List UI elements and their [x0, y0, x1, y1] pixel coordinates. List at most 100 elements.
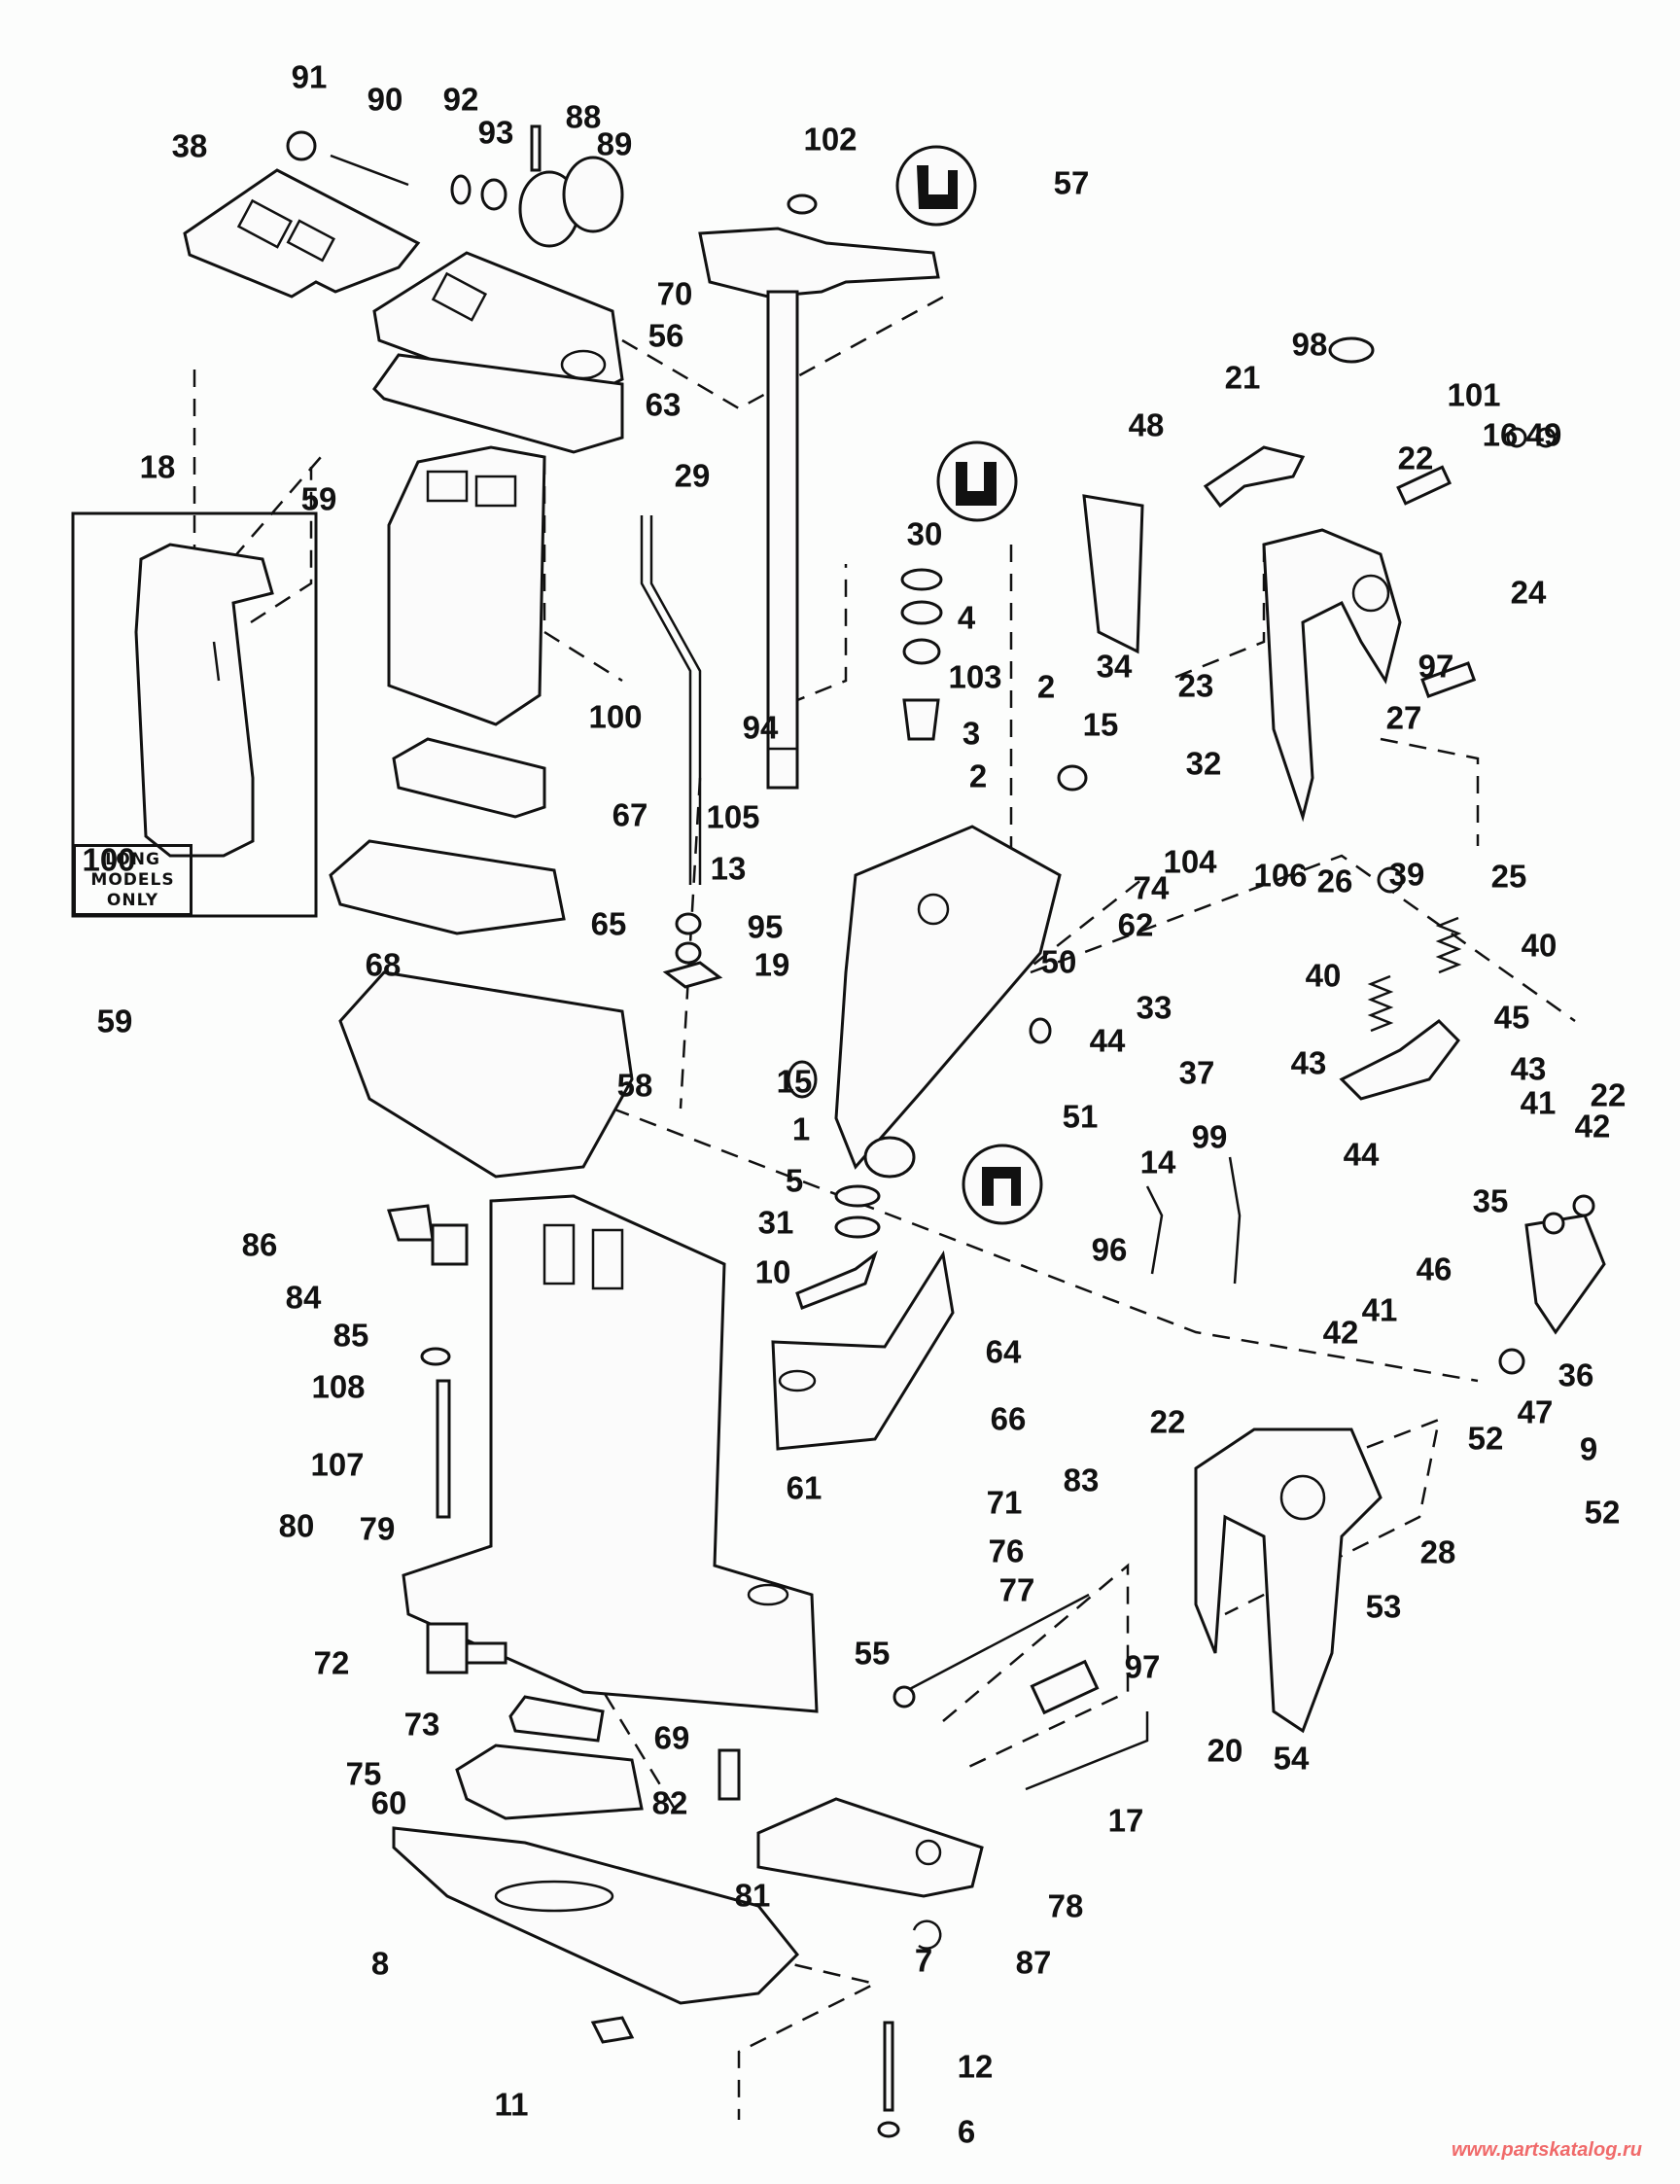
callout-label-108: 108	[311, 1369, 365, 1405]
callout-label-13: 13	[711, 851, 747, 887]
callout-label-10: 10	[755, 1254, 791, 1290]
callout-label-107: 107	[310, 1447, 364, 1483]
callout-label-36: 36	[1558, 1357, 1594, 1393]
water-tube-94	[640, 515, 702, 885]
inset-note-line: ONLY	[106, 890, 159, 910]
exhaust-housing-61	[402, 1194, 819, 1713]
callout-label-29: 29	[675, 458, 711, 494]
callout-label-67: 67	[612, 797, 648, 833]
callout-label-41: 41	[1521, 1085, 1557, 1121]
callout-label-89: 89	[597, 126, 633, 162]
callout-label-41: 41	[1362, 1292, 1398, 1328]
stern-bracket-23	[1262, 528, 1402, 823]
callout-label-7: 7	[915, 1943, 932, 1979]
seal-detail-icon-4	[936, 440, 1018, 522]
callout-label-22: 22	[1150, 1404, 1186, 1440]
bushing-housing-70	[518, 156, 624, 248]
inset-note-line: MODELS	[90, 869, 175, 890]
exhaust-plate-38	[183, 168, 421, 299]
callout-label-23: 23	[1178, 668, 1214, 704]
seal-68	[329, 839, 566, 935]
callout-label-27: 27	[1386, 700, 1422, 736]
callout-label-20: 20	[1208, 1733, 1243, 1769]
tilt-tube-55	[892, 1593, 1100, 1715]
callout-label-75: 75	[346, 1756, 382, 1792]
callout-label-68: 68	[366, 947, 402, 983]
rod-17	[1025, 1711, 1149, 1791]
callout-label-19: 19	[754, 947, 790, 983]
callout-label-50: 50	[1041, 944, 1077, 980]
callout-label-97: 97	[1125, 1649, 1161, 1685]
callout-label-62: 62	[1118, 907, 1154, 943]
callout-label-26: 26	[1317, 863, 1353, 899]
exhaust-tube-59	[387, 445, 546, 726]
callout-label-94: 94	[743, 710, 779, 746]
callout-label-12: 12	[958, 2049, 994, 2085]
callout-label-9: 9	[1580, 1431, 1597, 1467]
callout-label-100: 100	[82, 842, 135, 878]
callout-label-81: 81	[735, 1878, 771, 1914]
callout-label-55: 55	[855, 1636, 891, 1672]
callout-label-99: 99	[1192, 1119, 1228, 1155]
long-models-only-note: LONG MODELS ONLY	[73, 844, 192, 916]
callout-label-74: 74	[1134, 870, 1170, 906]
seal-60	[455, 1744, 644, 1820]
callout-label-92: 92	[443, 82, 479, 118]
mount-72	[426, 1622, 508, 1674]
callout-label-95: 95	[748, 909, 784, 945]
callout-label-96: 96	[1092, 1232, 1128, 1268]
callout-label-11: 11	[495, 2087, 529, 2123]
callout-label-90: 90	[368, 82, 403, 118]
cap-10	[795, 1250, 878, 1310]
callout-label-32: 32	[1186, 746, 1222, 782]
callout-label-71: 71	[987, 1485, 1023, 1521]
gasket-63	[372, 353, 624, 454]
callout-label-54: 54	[1274, 1741, 1310, 1777]
callout-label-38: 38	[172, 128, 208, 164]
callout-label-64: 64	[986, 1334, 1022, 1370]
callout-label-4: 4	[958, 600, 976, 636]
callout-label-15: 15	[1083, 707, 1119, 743]
callout-label-87: 87	[1016, 1945, 1052, 1981]
callout-label-21: 21	[1225, 360, 1261, 396]
callout-label-61: 61	[787, 1470, 822, 1506]
callout-label-43: 43	[1291, 1045, 1327, 1081]
callout-label-22: 22	[1398, 440, 1434, 476]
callout-label-59: 59	[97, 1004, 133, 1039]
callout-label-2: 2	[1037, 669, 1055, 705]
callout-label-40: 40	[1306, 958, 1342, 994]
tilt-lock-springs	[1339, 916, 1606, 1335]
callout-label-60: 60	[371, 1785, 407, 1821]
callout-label-85: 85	[333, 1318, 369, 1354]
callout-label-73: 73	[404, 1707, 440, 1743]
adapter-56	[372, 251, 624, 410]
housing-cover-64	[771, 1250, 955, 1451]
callout-label-44: 44	[1090, 1023, 1126, 1059]
callout-label-30: 30	[907, 516, 943, 552]
callout-label-103: 103	[948, 659, 1001, 695]
callout-label-24: 24	[1511, 575, 1547, 611]
callout-label-58: 58	[617, 1068, 653, 1104]
swivel-bracket-1	[834, 825, 1062, 1179]
callout-label-53: 53	[1366, 1589, 1402, 1625]
seal-detail-icon-57	[895, 145, 977, 227]
callout-label-44: 44	[1344, 1137, 1380, 1173]
small-hardware	[286, 124, 1595, 2138]
callout-label-104: 104	[1163, 844, 1217, 880]
exhaust-seal-65	[338, 970, 634, 1179]
callout-label-91: 91	[292, 59, 328, 95]
callout-label-78: 78	[1048, 1888, 1084, 1924]
inset-long-models	[71, 511, 318, 918]
callout-label-63: 63	[646, 387, 682, 423]
callout-label-31: 31	[758, 1205, 794, 1241]
callout-label-86: 86	[242, 1227, 278, 1263]
callout-label-59: 59	[301, 481, 337, 517]
callout-label-46: 46	[1417, 1251, 1452, 1287]
callout-label-17: 17	[1108, 1803, 1144, 1839]
callout-label-51: 51	[1063, 1099, 1099, 1135]
callout-label-15: 15	[777, 1064, 813, 1100]
extension-78	[756, 1797, 984, 1898]
callout-label-18: 18	[140, 449, 176, 485]
callout-label-52: 52	[1468, 1421, 1504, 1457]
